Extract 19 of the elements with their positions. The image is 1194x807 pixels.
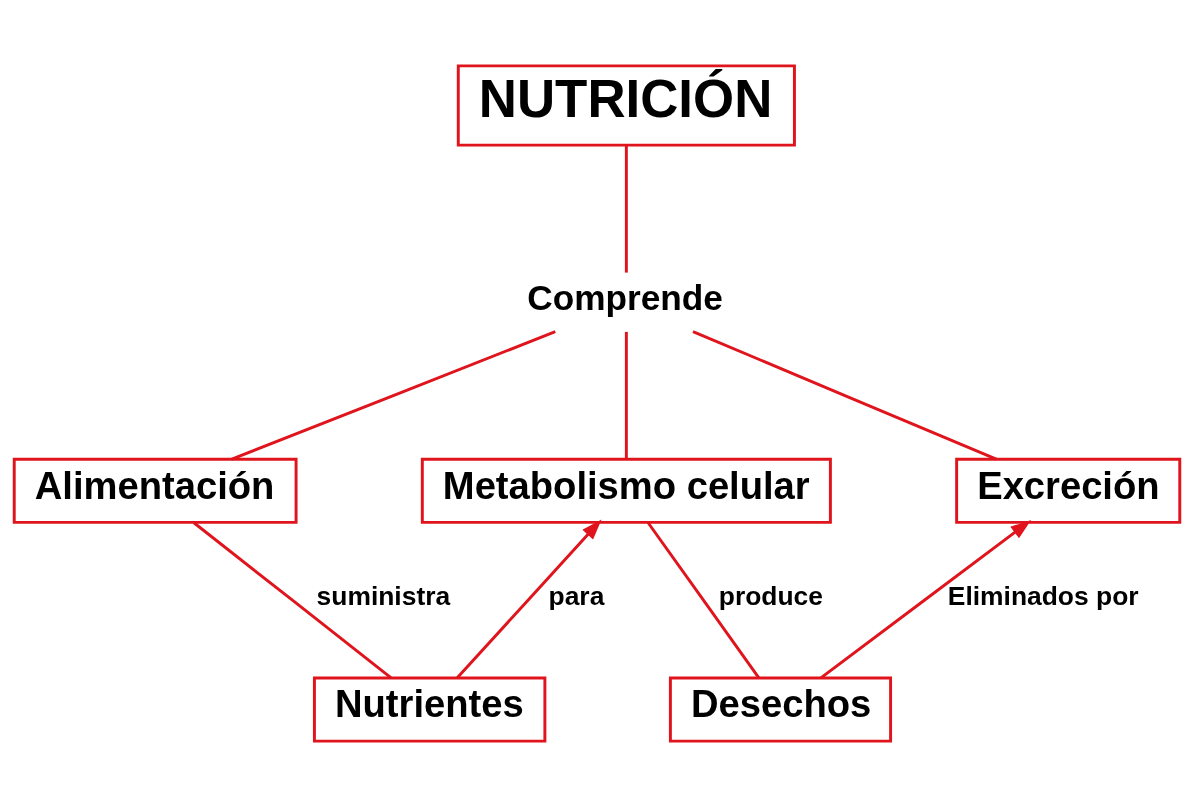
connector xyxy=(193,521,392,679)
node-box: Nutrientes xyxy=(312,676,547,743)
node-box: Desechos xyxy=(668,676,893,743)
edge-label: produce xyxy=(718,581,824,612)
edge-label: suministra xyxy=(316,581,451,612)
arrow xyxy=(456,519,602,679)
connector xyxy=(624,145,628,273)
connector xyxy=(231,330,556,461)
connector xyxy=(624,331,628,460)
connector xyxy=(646,521,761,679)
node-box: Alimentación xyxy=(12,457,298,524)
node-box: Excreción xyxy=(955,457,1182,524)
edge-label: Eliminados por xyxy=(947,581,1139,612)
node-box: Metabolismo celular xyxy=(420,457,832,524)
arrow xyxy=(820,520,1032,679)
edge-label: para xyxy=(548,581,605,612)
connector xyxy=(692,330,997,461)
node-text: Comprende xyxy=(527,277,723,317)
node-box: NUTRICIÓN xyxy=(456,64,796,147)
